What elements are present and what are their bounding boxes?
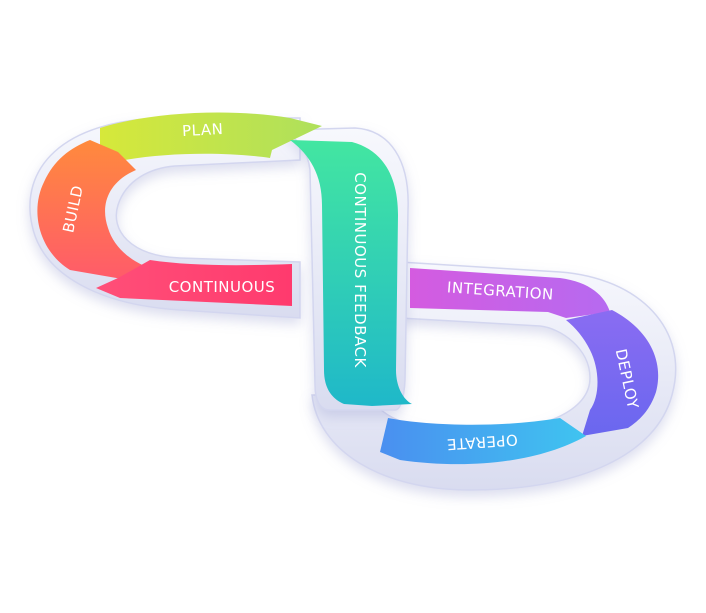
segment-integration-shape — [410, 268, 610, 318]
segment-build-shape — [37, 140, 150, 280]
segment-feedback-shape — [290, 140, 412, 406]
segment-plan-shape — [100, 112, 322, 160]
segment-operate-shape — [380, 418, 586, 465]
segment-deploy-shape — [566, 310, 659, 436]
segment-operate: OPERATE — [380, 418, 586, 465]
segment-integration: INTEGRATION — [410, 268, 610, 318]
segment-feedback: CONTINUOUS FEEDBACK — [290, 140, 412, 406]
segment-deploy: DEPLOY — [566, 310, 659, 436]
segment-plan: PLAN — [100, 112, 322, 160]
segment-feedback-label: CONTINUOUS FEEDBACK — [351, 172, 369, 368]
segment-continuous-label: CONTINUOUS — [169, 278, 276, 296]
segment-continuous: CONTINUOUS — [96, 260, 292, 306]
segment-continuous-shape — [96, 260, 292, 306]
segment-operate-label: OPERATE — [446, 431, 518, 454]
segment-plan-label: PLAN — [182, 120, 224, 140]
segment-build: BUILD — [37, 140, 150, 280]
